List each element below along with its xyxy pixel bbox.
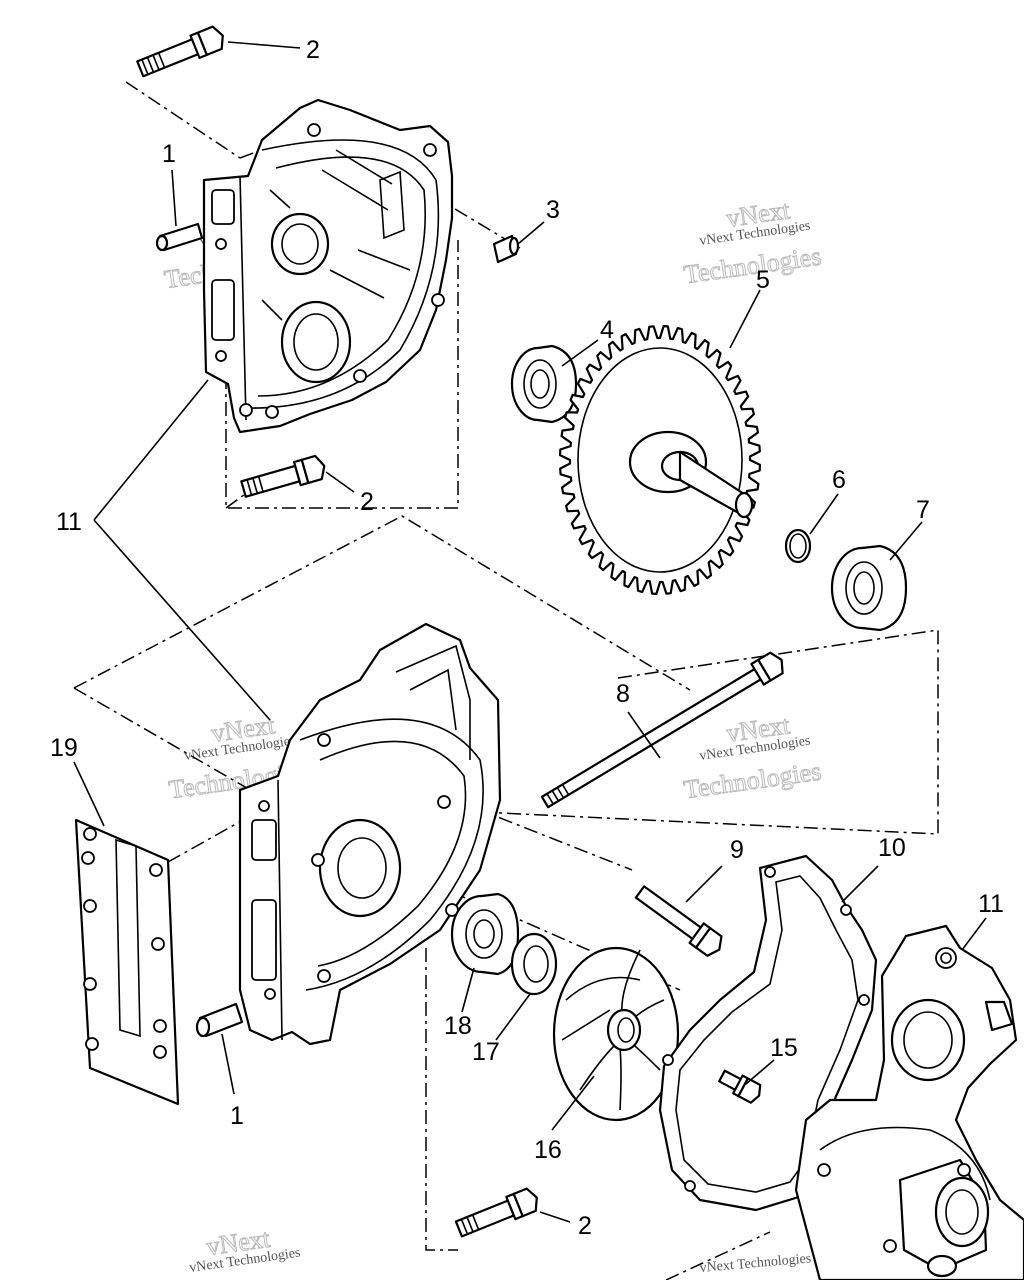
- callout-numbers: 2 1 3 4 5 2 6 7 11 8 19 9 10 11 18 17 15…: [50, 36, 1004, 1240]
- callout-11-left: 11: [56, 508, 82, 536]
- part-19-gasket: [74, 818, 180, 1106]
- callout-4: 4: [600, 316, 614, 344]
- leader-lines: [73, 41, 987, 1223]
- callout-9: 9: [730, 836, 744, 864]
- watermark-bottom-right: vNext Technologies: [699, 1251, 812, 1276]
- part-6-o-ring: [784, 528, 812, 564]
- lower-housing: [238, 622, 502, 1046]
- upper-housing-cover: [202, 98, 454, 434]
- watermark-bottom-left: vNext vNext Technologies: [188, 1223, 301, 1276]
- callout-2-bottom: 2: [578, 1212, 592, 1240]
- part-8-long-bolt: [540, 651, 784, 809]
- part-1-dowel-bottom: [195, 1002, 244, 1038]
- callout-1-bottom: 1: [230, 1102, 244, 1130]
- watermark-brand-bottom: Technologies: [682, 241, 823, 289]
- part-16-impeller: [552, 946, 680, 1122]
- watermark-company: vNext Technologies: [699, 1251, 812, 1276]
- callout-11-right: 11: [978, 890, 1004, 918]
- watermark-top-right: vNext vNext Technologies Technologies: [682, 195, 824, 290]
- part-1-dowel-top: [155, 222, 204, 252]
- callout-7: 7: [916, 496, 930, 524]
- watermark-brand-bottom: Technologies: [682, 756, 823, 804]
- part-2-bolt-bottom: [454, 1187, 538, 1238]
- part-7-bearing: [830, 544, 908, 632]
- part-3-pin: [492, 234, 520, 264]
- callout-16: 16: [534, 1136, 562, 1164]
- callout-3: 3: [546, 196, 560, 224]
- callout-18: 18: [444, 1012, 472, 1040]
- callout-17: 17: [472, 1038, 500, 1066]
- callout-19: 19: [50, 734, 78, 762]
- callout-1-top: 1: [162, 140, 176, 168]
- callout-2-middle: 2: [360, 488, 374, 516]
- callout-6: 6: [832, 466, 846, 494]
- callout-15: 15: [770, 1034, 798, 1062]
- part-18-seal: [450, 892, 520, 976]
- callout-5: 5: [756, 266, 770, 294]
- part-2-bolt-middle: [240, 454, 326, 498]
- pump-cover: [794, 924, 1024, 1280]
- watermark-mid-right: vNext vNext Technologies Technologies: [682, 710, 824, 805]
- part-17-washer: [510, 932, 558, 996]
- part-4-bearing: [510, 344, 578, 424]
- part-5-gear: [559, 325, 761, 595]
- callout-2-top: 2: [306, 36, 320, 64]
- part-15-bolt: [718, 1069, 762, 1104]
- callout-8: 8: [616, 680, 630, 708]
- part-9-bolt: [634, 885, 723, 957]
- part-2-bolt-top: [136, 25, 224, 78]
- callout-10: 10: [878, 834, 906, 862]
